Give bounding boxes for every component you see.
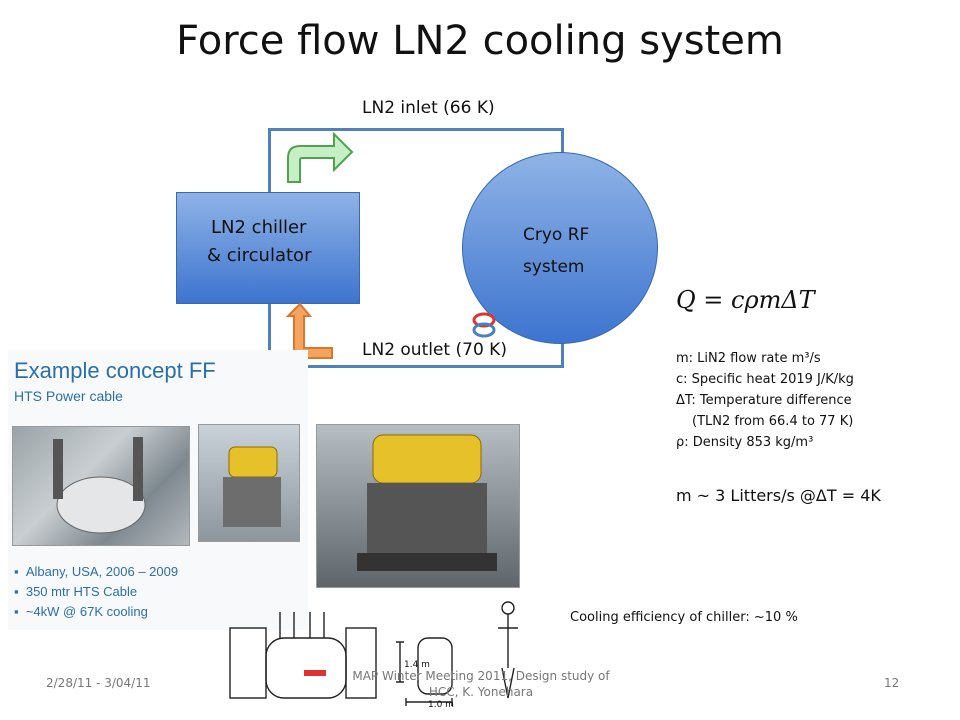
definition-c: c: Specific heat 2019 J/K/kg [676, 372, 854, 387]
photo-chiller-unit-small [198, 424, 300, 542]
cryo-label-line2: system [523, 257, 585, 277]
chiller-label-line2: & circulator [207, 245, 312, 266]
photo-cable-plant-sketch [53, 437, 146, 534]
stirling-logo [472, 312, 530, 340]
definition-dt-range: (TLN2 from 66.4 to 77 K) [692, 414, 854, 429]
footer-date: 2/28/11 - 3/04/11 [46, 676, 151, 690]
photo-chiller-unit-large [316, 424, 520, 588]
photo-chiller-unit-small-sketch [223, 446, 281, 527]
bullet-item: ▪ 350 mtr HTS Cable [14, 584, 138, 599]
page-number: 12 [884, 676, 900, 690]
bullet-item: ▪ Albany, USA, 2006 – 2009 [14, 564, 179, 579]
flow-rate-result: m ~ 3 Litters/s @ΔT = 4K [676, 486, 881, 505]
bullet-text: Albany, USA, 2006 – 2009 [25, 564, 179, 579]
example-title: Example concept FF [14, 358, 216, 383]
formula-definitions: m: LiN2 flow rate m³/s c: Specific heat … [676, 348, 926, 453]
chiller-label-line1: LN2 chiller [211, 217, 307, 238]
green-arrow-icon [287, 131, 354, 183]
footer-center: MAP Winter Meeting 2011, Design study of… [352, 669, 610, 699]
cryo-rf-system-circle: Cryo RF system [462, 152, 658, 344]
drawing-dim-width: 1.0 m [428, 700, 454, 710]
efficiency-note: Cooling efficiency of chiller: ~10 % [570, 610, 798, 625]
slide-title: Force flow LN2 cooling system [176, 18, 784, 64]
drawing-dim-height: 1.4 m [404, 660, 430, 670]
definition-rho: ρ: Density 853 kg/m³ [676, 435, 814, 450]
cryo-label-line1: Cryo RF [523, 225, 590, 245]
bullet-text: ~4kW @ 67K cooling [25, 604, 148, 619]
definition-dt: ΔT: Temperature difference [676, 393, 852, 408]
ln2-chiller-box: LN2 chiller & circulator [176, 192, 360, 304]
definition-m: m: LiN2 flow rate m³/s [676, 351, 821, 366]
heat-equation: Q = cρmΔT [676, 286, 815, 314]
bullet-text: 350 mtr HTS Cable [25, 584, 138, 599]
drawing-logo-mark [304, 670, 326, 676]
stirling-logo-icon [472, 312, 496, 338]
outlet-label: LN2 outlet (70 K) [362, 340, 507, 360]
technical-drawing [229, 601, 518, 706]
photo-chiller-unit-large-sketch [357, 434, 497, 571]
example-bullets: ▪ Albany, USA, 2006 – 2009 ▪ 350 mtr HTS… [14, 562, 178, 622]
inlet-label: LN2 inlet (66 K) [362, 98, 495, 118]
bullet-item: ▪ ~4kW @ 67K cooling [14, 604, 148, 619]
example-subtitle: HTS Power cable [14, 388, 123, 404]
photo-cable-plant [12, 426, 190, 546]
